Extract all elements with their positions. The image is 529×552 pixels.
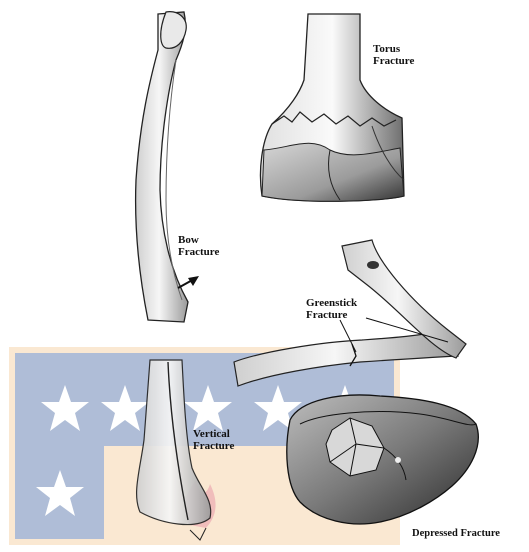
bow-fracture-label: Bow Fracture <box>178 234 219 258</box>
greenstick-label-line2: Fracture <box>306 309 357 321</box>
bow-label-line2: Fracture <box>178 246 219 258</box>
torus-label-line1: Torus <box>373 43 414 55</box>
torus-label-line2: Fracture <box>373 55 414 67</box>
vertical-label-line1: Vertical <box>193 428 234 440</box>
depressed-fracture-bone <box>287 395 478 524</box>
depressed-label-text: Depressed Fracture <box>412 528 500 540</box>
vertical-fracture-label: Vertical Fracture <box>193 428 234 452</box>
greenstick-fracture-label: Greenstick Fracture <box>306 297 357 321</box>
torus-fracture-label: Torus Fracture <box>373 43 414 67</box>
greenstick-label-line1: Greenstick <box>306 297 357 309</box>
bow-fracture-bone <box>136 12 199 322</box>
bow-label-line1: Bow <box>178 234 219 246</box>
vertical-label-line2: Fracture <box>193 440 234 452</box>
depressed-fracture-label: Depressed Fracture <box>412 528 500 540</box>
